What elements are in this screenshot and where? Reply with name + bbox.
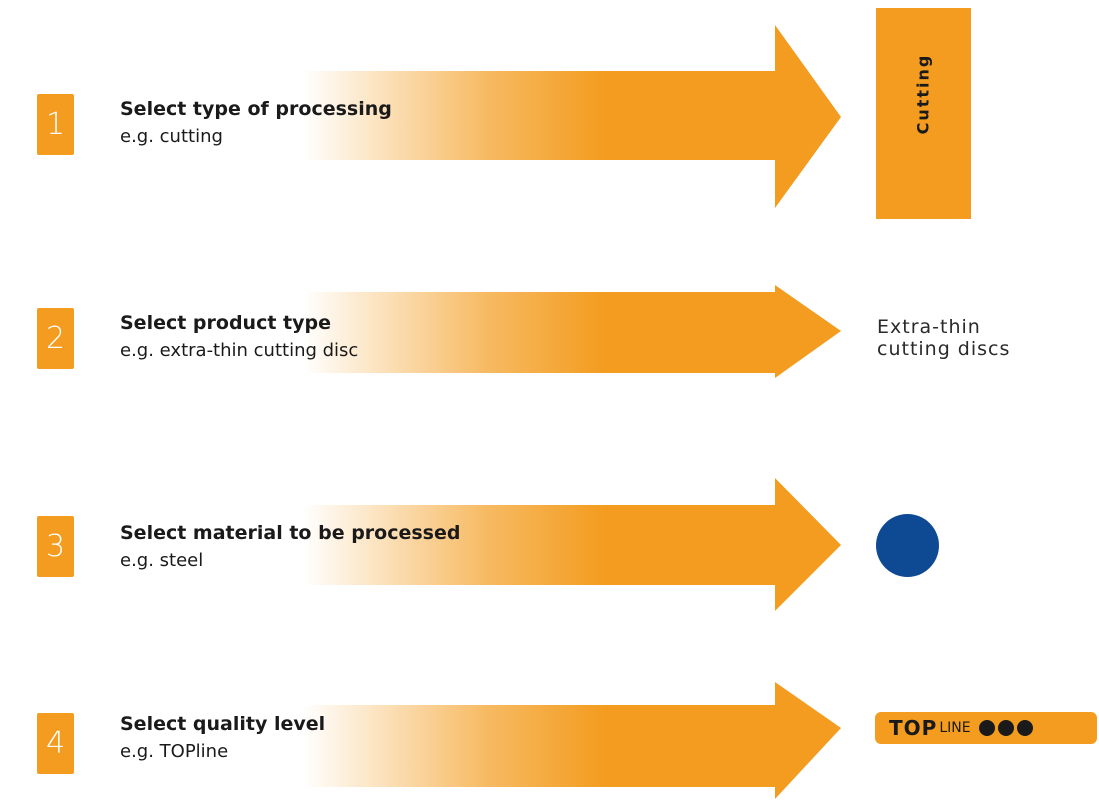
step-1-example: e.g. cutting <box>120 126 223 147</box>
topline-logo-top: TOP <box>889 716 938 740</box>
step-4-arrow <box>0 682 841 799</box>
topline-logo-line: LINE <box>939 720 971 736</box>
step-2-arrow <box>0 285 841 378</box>
material-swatch <box>876 514 939 577</box>
processing-result-label: Cutting <box>913 53 933 135</box>
step-3-arrow <box>0 478 841 611</box>
processing-result-box: Cutting <box>876 8 971 219</box>
step-4-number: 4 <box>37 713 74 774</box>
step-3-number: 3 <box>37 516 74 577</box>
step-3-example: e.g. steel <box>120 550 204 571</box>
step-4-title: Select quality level <box>120 713 326 735</box>
product-result-line-2: cutting discs <box>877 338 1011 360</box>
product-result-line-1: Extra-thin <box>877 316 981 338</box>
step-2-number: 2 <box>37 308 74 369</box>
step-1-title: Select type of processing <box>120 98 392 120</box>
step-4-example: e.g. TOPline <box>120 741 229 762</box>
quality-dot-icon <box>978 720 995 736</box>
step-1-arrow <box>0 25 841 208</box>
quality-dot-icon <box>997 720 1014 736</box>
quality-dot-icon <box>1016 720 1033 736</box>
step-1-number: 1 <box>37 94 74 155</box>
step-2-example: e.g. extra-thin cutting disc <box>120 340 359 361</box>
topline-logo: TOP LINE <box>875 712 1097 744</box>
product-result-text: Extra-thin cutting discs <box>877 316 1087 360</box>
step-2-title: Select product type <box>120 312 331 334</box>
step-3-title: Select material to be processed <box>120 522 461 544</box>
